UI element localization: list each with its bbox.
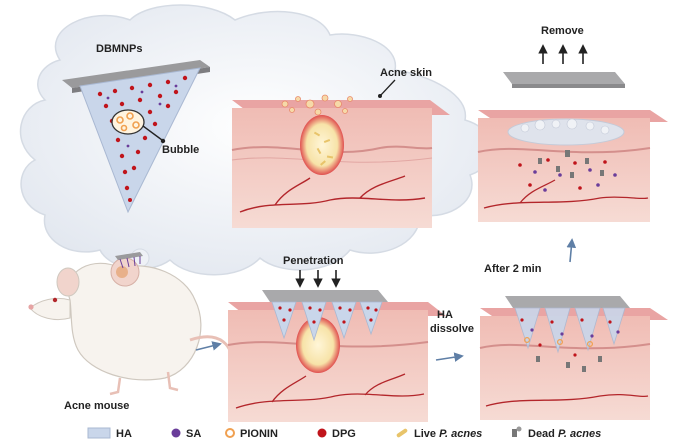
skin-dermis-line [477, 147, 651, 154]
dbmnps-label: DBMNPs [96, 43, 142, 55]
mouse-leg [109, 377, 122, 396]
bubble-pointer-dot [160, 138, 166, 144]
legend-dpg-dot [317, 428, 327, 438]
dead-bacteria [536, 356, 602, 372]
legend-ha-swatch [87, 427, 111, 439]
dead-bacteria-icon [512, 426, 522, 437]
microneedle-patch [262, 290, 388, 302]
legend-dead-label: Dead P. acnes [528, 428, 601, 440]
skin-block-penetration: Penetration [227, 255, 446, 422]
remove-arrows [538, 44, 588, 64]
mouse-acne-spot [116, 266, 128, 278]
legend-dpg-label: DPG [332, 428, 356, 440]
skin-dermis-line [231, 145, 433, 153]
lifted-patch [503, 72, 625, 84]
mouse-leg [166, 371, 179, 392]
legend-live-label: Live P. acnes [414, 428, 482, 440]
skin-dermis-line [479, 343, 651, 350]
legend-sa-dot [171, 428, 181, 438]
blood-vessels [239, 175, 426, 213]
bubble-pointer-line [142, 125, 163, 141]
mouse-patch-needles [119, 256, 141, 269]
legend-pionin-label: PIONIN [240, 428, 278, 440]
legend: HA SA PIONIN DPG Live P. acnes Dead P. a… [87, 426, 601, 440]
legend-ha-label: HA [116, 428, 132, 440]
acne-mouse-label: Acne mouse [64, 400, 129, 412]
microneedle-closeup: DBMNPs Bubble [62, 43, 210, 214]
blood-vessels [235, 373, 425, 409]
acne-skin-pointer-dot [378, 94, 382, 98]
blood-vessels [483, 179, 649, 209]
mouse-ear [56, 267, 80, 297]
mouse-nose [28, 304, 34, 310]
live-bacteria [313, 131, 334, 166]
pionin-bubbles [523, 337, 593, 348]
skin-front-face [480, 316, 650, 420]
legend-pionin-ring [225, 428, 235, 438]
mouse-body [67, 262, 202, 381]
acne-skin-pointer [379, 79, 396, 97]
needle-dpg-particles [278, 306, 378, 324]
penetration-arrows [295, 270, 341, 288]
bubble-closeup [111, 109, 145, 135]
lifted-patch-edge [512, 84, 625, 88]
foam-bubbles [520, 118, 610, 135]
live-bacteria-icon [396, 428, 408, 438]
flow-arrow-to-dissolve [435, 352, 464, 362]
ha-dissolve-label-line1: HA [437, 309, 453, 321]
dpg-particles [97, 75, 188, 202]
skin-block-remove: Remove [477, 25, 668, 222]
flow-arrow-to-remove [566, 238, 577, 263]
legend-sa-label: SA [186, 428, 201, 440]
scattered-particles [518, 158, 617, 192]
dissolving-needles [514, 307, 626, 354]
microneedle-patch [505, 296, 630, 308]
flow-arrow-mouse-to-penetration [195, 341, 222, 351]
patch-base-plate [62, 60, 210, 88]
blood-vessels [485, 393, 649, 407]
after-2-min-label: After 2 min [484, 263, 542, 275]
surface-pustules [281, 94, 353, 116]
mouse-snout [29, 297, 71, 321]
penetration-label: Penetration [283, 255, 344, 267]
acne-lesion [300, 115, 344, 175]
acne-lesion [296, 317, 340, 373]
acne-mouse: Acne mouse [28, 252, 263, 412]
bubble-label: Bubble [162, 144, 199, 156]
remove-label: Remove [541, 25, 584, 37]
skin-block-acne: Acne skin [231, 67, 450, 228]
released-particles [520, 318, 620, 357]
ha-dissolve-label-line2: dissolve [430, 323, 474, 335]
mouse-eye [52, 297, 58, 303]
dead-bacteria [538, 150, 604, 178]
skin-block-after-2-min: After 2 min [479, 263, 668, 420]
mouse-patch [115, 252, 143, 260]
acne-skin-label: Acne skin [380, 67, 432, 79]
